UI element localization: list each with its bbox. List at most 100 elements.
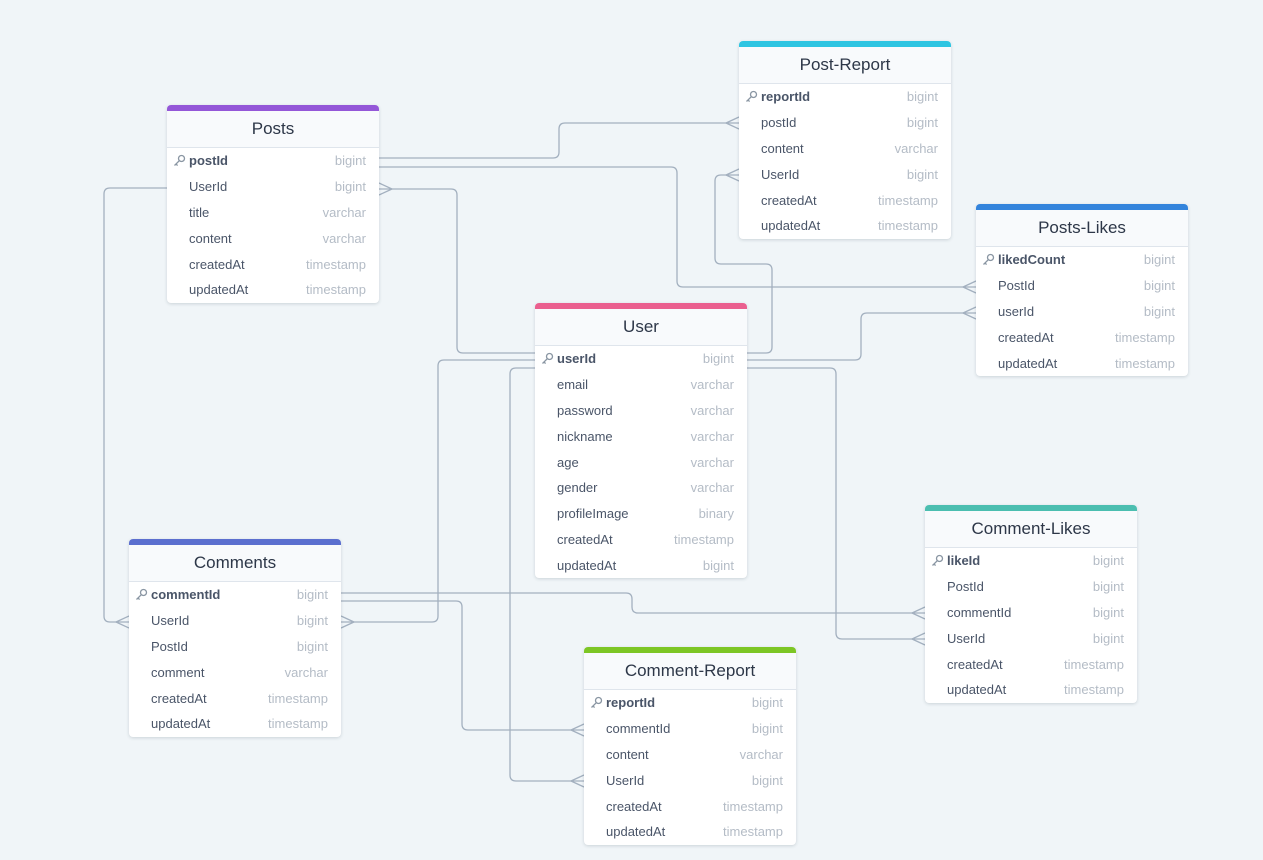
relation-posts.postId-to-comments.PostId[interactable] [103, 187, 167, 623]
field-type: bigint [296, 638, 328, 654]
relation-user.userId-to-comment-likes.UserId[interactable] [747, 367, 925, 640]
table-header[interactable]: Comments [129, 545, 341, 582]
primary-key-icon [983, 253, 995, 266]
field-type: timestamp [306, 282, 366, 298]
crows-foot-icon [378, 182, 393, 196]
primary-key-icon [746, 90, 758, 103]
table-header[interactable]: Comment-Report [584, 653, 796, 690]
relation-user.userId-to-posts-likes.userId[interactable] [747, 312, 976, 361]
field-name: password [557, 402, 613, 418]
field-name: likeId [947, 553, 981, 569]
field-type: bigint [296, 587, 328, 603]
field-type: timestamp [306, 256, 366, 272]
relation-user.userId-to-posts.UserId[interactable] [379, 188, 535, 354]
relation-user.userId-to-comments.UserId[interactable] [341, 359, 535, 623]
field-name: createdAt [151, 690, 207, 706]
relation-comments.commentId-to-comment-report.commentId[interactable] [341, 600, 584, 731]
crows-foot-icon [911, 606, 926, 620]
table-header[interactable]: User [535, 309, 747, 346]
field-name: email [557, 377, 589, 393]
field-name: userId [557, 351, 597, 367]
table-header[interactable]: Comment-Likes [925, 511, 1137, 548]
field-name: commentId [947, 604, 1012, 620]
field-type: bigint [906, 89, 938, 105]
relation-posts.postId-to-posts-likes.PostId[interactable] [379, 166, 976, 288]
field-type: bigint [751, 695, 783, 711]
primary-key-icon [136, 588, 148, 601]
field-name: UserId [761, 166, 800, 182]
table-header[interactable]: Post-Report [739, 47, 951, 84]
relation-posts.postId-to-post-report.postId[interactable] [379, 122, 739, 159]
table-color-bar [925, 505, 1137, 511]
table-color-bar [535, 303, 747, 309]
crows-foot-icon [570, 774, 585, 788]
field-type: bigint [906, 115, 938, 131]
relation-user.userId-to-post-report.UserId[interactable] [714, 174, 773, 354]
field-type: varchar [894, 140, 938, 156]
table-header[interactable]: Posts [167, 111, 379, 148]
table-header[interactable]: Posts-Likes [976, 210, 1188, 247]
relation-comments.commentId-to-comment-likes.commentId[interactable] [341, 592, 925, 614]
relation-user.userId-to-comment-report.UserId[interactable] [509, 367, 584, 782]
field-type: bigint [1092, 630, 1124, 646]
field-name: PostId [947, 579, 984, 595]
crows-foot-icon [911, 632, 926, 646]
field-type: varchar [690, 480, 734, 496]
field-type: bigint [334, 153, 366, 169]
field-row[interactable]: gender varchar [535, 475, 747, 501]
field-name: age [557, 454, 579, 470]
field-name: gender [557, 480, 598, 496]
